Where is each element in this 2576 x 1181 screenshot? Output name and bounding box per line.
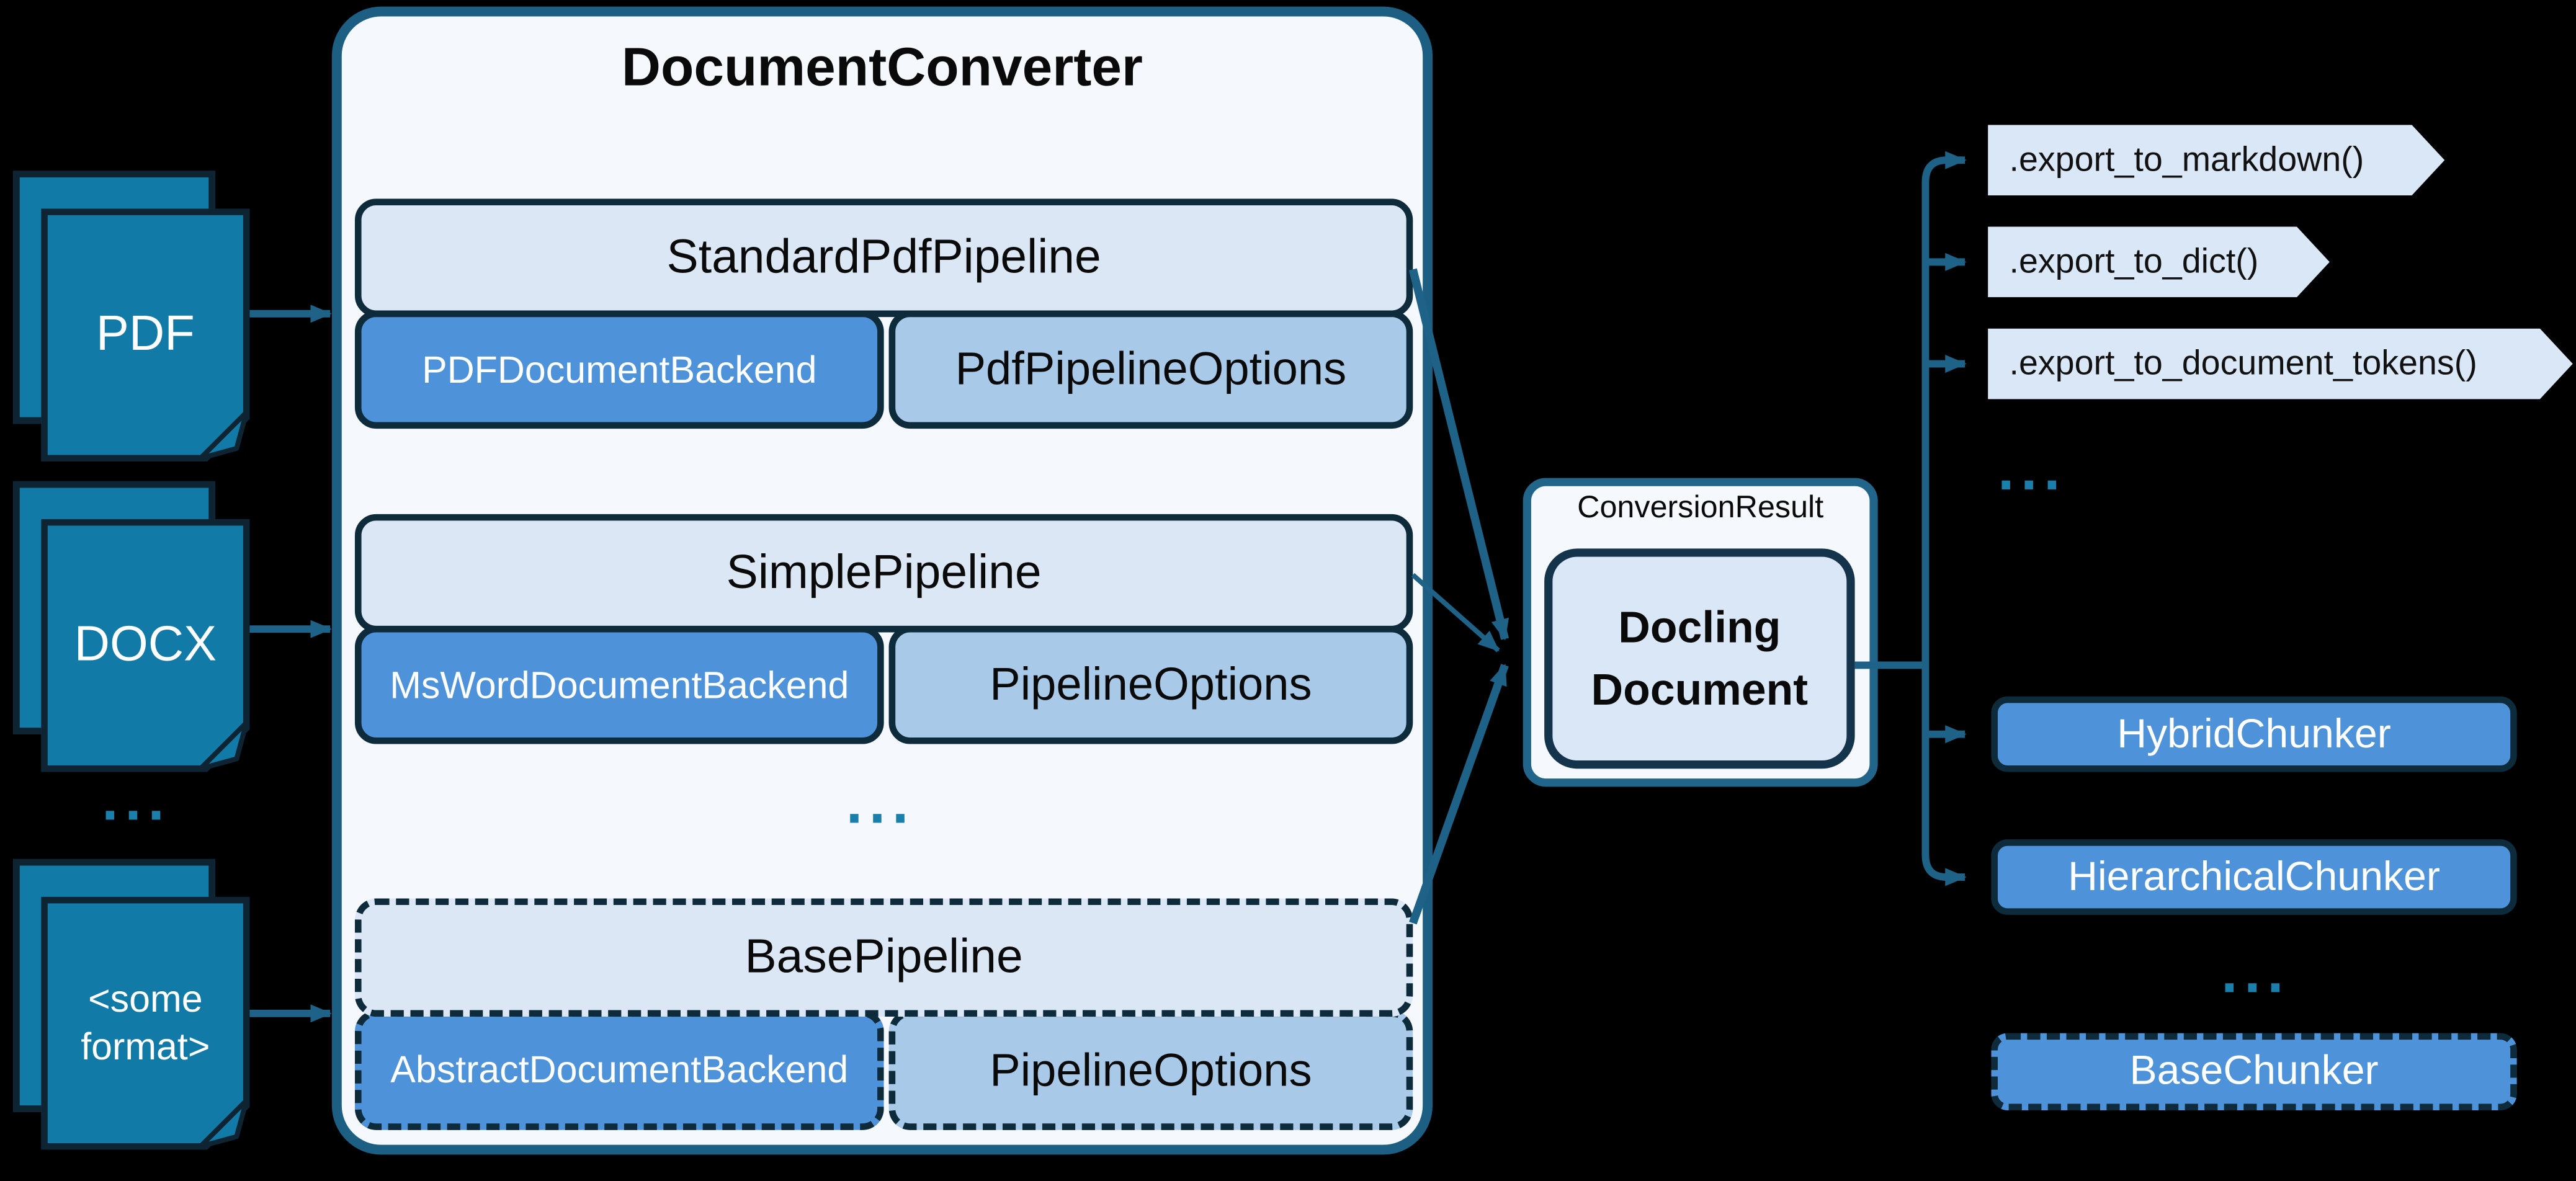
inputs-ellipsis: ... xyxy=(102,765,171,833)
docx-page-front-icon xyxy=(41,519,249,772)
abstract-document-backend-box: AbstractDocumentBackend xyxy=(354,1010,884,1130)
some-format-fold-corner-icon xyxy=(198,1098,249,1149)
pipelines-ellipsis: ... xyxy=(846,769,915,836)
hybrid-chunker-box: HybridChunker xyxy=(1991,696,2517,772)
exports-ellipsis: ... xyxy=(1997,435,2067,503)
standard-pdf-pipeline-box: StandardPdfPipeline xyxy=(354,198,1413,318)
arrow-trunk-to-hierarchical-chunker xyxy=(1921,665,1967,886)
chunkers-ellipsis: ... xyxy=(2221,938,2291,1005)
msword-document-backend-box: MsWordDocumentBackend xyxy=(354,625,884,744)
some-format-label-line2: format> xyxy=(81,1025,210,1068)
conversion-result-label: ConversionResult xyxy=(1577,491,1824,526)
docling-document-line1: Docling xyxy=(1618,602,1781,653)
pdf-fold-corner-icon xyxy=(198,409,249,461)
pdf-label: PDF xyxy=(41,208,249,461)
document-converter-title: DocumentConverter xyxy=(621,36,1143,97)
hierarchical-chunker-box: HierarchicalChunker xyxy=(1991,839,2517,915)
docx-label: DOCX xyxy=(41,519,249,772)
docling-document-line2: Document xyxy=(1591,665,1809,715)
some-format-label-line1: <some xyxy=(88,977,203,1020)
base-pipeline-box: BasePipeline xyxy=(354,898,1413,1017)
export-to-document-tokens-chevron: .export_to_document_tokens() xyxy=(1988,329,2573,399)
docx-label-line: DOCX xyxy=(74,617,217,672)
export-to-markdown-chevron: .export_to_markdown() xyxy=(1988,125,2444,195)
docx-fold-corner-icon xyxy=(198,720,249,772)
export-to-dict-chevron: .export_to_dict() xyxy=(1988,226,2330,297)
simple-pipeline-box: SimplePipeline xyxy=(354,514,1413,633)
pdf-pipeline-options-box: PdfPipelineOptions xyxy=(888,310,1413,429)
base-chunker-box: BaseChunker xyxy=(1991,1033,2517,1111)
pdf-page-front-icon xyxy=(41,208,249,461)
some-format-page-front-icon xyxy=(41,897,249,1150)
docling-document-box: Docling Document xyxy=(1544,548,1855,769)
base-pipeline-options-box: PipelineOptions xyxy=(888,1010,1413,1130)
pdf-label-line: PDF xyxy=(96,307,195,362)
arrow-trunk-to-export-markdown xyxy=(1921,151,1967,666)
some-format-label: <some format> xyxy=(41,897,249,1150)
pdf-document-backend-box: PDFDocumentBackend xyxy=(354,310,884,429)
pipeline-options-box: PipelineOptions xyxy=(888,625,1413,744)
